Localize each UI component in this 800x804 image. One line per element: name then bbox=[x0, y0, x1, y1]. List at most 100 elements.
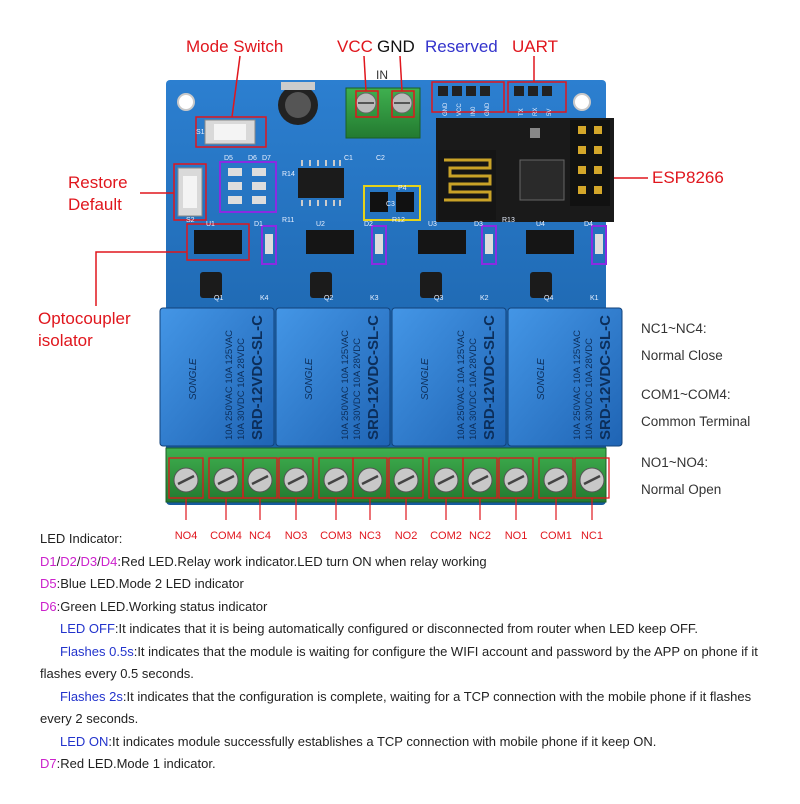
com-note-title: COM1~COM4: bbox=[641, 387, 731, 402]
silk-label: Q3 bbox=[434, 295, 443, 302]
relay-brand-4: SONGLE bbox=[536, 358, 547, 400]
label-led-off: LED OFF bbox=[60, 621, 115, 636]
silk-label: D1 bbox=[254, 221, 263, 228]
label-d3: D3 bbox=[80, 553, 98, 569]
vcc-callout: VCC bbox=[337, 37, 373, 56]
mount-hole bbox=[573, 93, 591, 111]
terminal-label-nc4: NC4 bbox=[248, 530, 271, 542]
no-note-desc: Normal Open bbox=[641, 482, 722, 497]
relay-model-2: SRD-12VDC-SL-C bbox=[365, 315, 382, 440]
silk-label: K2 bbox=[480, 295, 489, 302]
header-pin-label: 5V bbox=[547, 109, 553, 116]
header-pin-label: IN0 bbox=[471, 106, 477, 116]
relay-rating-2b: 10A 30VDC 10A 28VDC bbox=[352, 338, 363, 440]
silk-label: C1 bbox=[344, 155, 353, 162]
legend-d5: D5:Blue LED.Mode 2 LED indicator bbox=[40, 573, 780, 596]
label-d2: D2 bbox=[60, 553, 77, 569]
legend-d6: D6:Green LED.Working status indicator bbox=[40, 596, 780, 619]
terminal-label-nc3: NC3 bbox=[358, 530, 381, 542]
legend-d1-d4: D1/D2/D3/D4:Red LED.Relay work indicator… bbox=[40, 553, 487, 569]
flash-2-desc: :It indicates that the configuration is … bbox=[40, 688, 752, 727]
optocoupler-line-1: Optocoupler bbox=[38, 309, 131, 328]
led-off-desc: :It indicates that it is being automatic… bbox=[114, 621, 699, 636]
relay-board-drawing: SRD-12VDC-SL-C 10A 250VAC 10A 125VAC 10A… bbox=[95, 55, 648, 520]
label-d6: D6 bbox=[40, 598, 57, 614]
relay-rating-1b: 10A 30VDC 10A 28VDC bbox=[236, 338, 247, 440]
led-box-d5-d7 bbox=[219, 161, 277, 213]
mode-jumper bbox=[363, 185, 421, 221]
label-flash-05: Flashes 0.5s bbox=[60, 643, 134, 659]
relays bbox=[159, 307, 623, 447]
optocoupler-callout: Optocoupler isolator bbox=[38, 308, 131, 352]
silk-label: D4 bbox=[584, 221, 593, 228]
reserved-header bbox=[431, 81, 505, 113]
terminal-label-com1: COM1 bbox=[540, 530, 572, 542]
label-d7: D7 bbox=[40, 756, 57, 771]
flash-05-desc: :It indicates that the module is waiting… bbox=[40, 643, 758, 682]
terminal-label-no2: NO2 bbox=[394, 530, 418, 542]
legend-flash-05: Flashes 0.5s:It indicates that the modul… bbox=[40, 641, 780, 686]
nc-note: NC1~NC4: Normal Close bbox=[641, 318, 723, 367]
silk-label: U4 bbox=[536, 221, 545, 228]
d6-desc: :Green LED.Working status indicator bbox=[56, 598, 268, 614]
silk-label: K1 bbox=[590, 295, 599, 302]
relay-model-4: SRD-12VDC-SL-C bbox=[597, 315, 614, 440]
legend-title: LED Indicator: bbox=[40, 531, 123, 546]
terminal-label-com3: COM3 bbox=[320, 530, 352, 542]
legend-led-on: LED ON:It indicates module successfully … bbox=[40, 731, 780, 754]
relay-rating-3a: 10A 250VAC 10A 125VAC bbox=[456, 330, 467, 440]
label-d5: D5 bbox=[40, 576, 57, 591]
terminal-leaders bbox=[185, 498, 593, 520]
terminal-screws bbox=[168, 457, 610, 499]
nc-note-desc: Normal Close bbox=[641, 348, 723, 363]
silk-label: D7 bbox=[262, 155, 271, 162]
silk-label: P4 bbox=[398, 185, 407, 192]
gnd-callout: GND bbox=[377, 37, 415, 56]
silk-label: R13 bbox=[502, 217, 515, 224]
header-pin-label: GND bbox=[443, 102, 449, 116]
silk-label: U1 bbox=[206, 221, 215, 228]
label-flash-2: Flashes 2s bbox=[60, 688, 123, 704]
in-label: IN bbox=[376, 68, 388, 82]
legend-flash-2: Flashes 2s:It indicates that the configu… bbox=[40, 686, 780, 731]
controller-ic bbox=[298, 168, 344, 198]
silk-label: Q4 bbox=[544, 295, 553, 302]
terminal-label-nc1: NC1 bbox=[580, 530, 603, 542]
restore-line-2: Default bbox=[68, 195, 122, 214]
mode-switch-box bbox=[195, 116, 267, 148]
relay-model-3: SRD-12VDC-SL-C bbox=[481, 315, 498, 440]
uart-callout: UART bbox=[512, 37, 558, 56]
terminal-label-com4: COM4 bbox=[210, 530, 242, 542]
terminal-label-nc2: NC2 bbox=[468, 530, 491, 542]
silk-label: Q2 bbox=[324, 295, 333, 302]
d5-desc: :Blue LED.Mode 2 LED indicator bbox=[56, 576, 244, 591]
com-note: COM1~COM4: Common Terminal bbox=[641, 384, 750, 433]
relay-brand-1: SONGLE bbox=[188, 358, 199, 400]
restore-default-callout: Restore Default bbox=[68, 172, 128, 216]
optocouplers bbox=[194, 230, 574, 254]
reserved-callout: Reserved bbox=[425, 37, 498, 56]
mode-switch-callout: Mode Switch bbox=[186, 37, 284, 56]
d7-desc: :Red LED.Mode 1 indicator. bbox=[56, 756, 216, 771]
terminal-label-no4: NO4 bbox=[174, 530, 198, 542]
mount-hole bbox=[177, 93, 195, 111]
silk-label: D6 bbox=[248, 155, 257, 162]
relay-rating-1a: 10A 250VAC 10A 125VAC bbox=[224, 330, 235, 440]
silk-label: C2 bbox=[376, 155, 385, 162]
uart-header bbox=[507, 81, 567, 113]
com-note-desc: Common Terminal bbox=[641, 414, 751, 429]
silk-label: D5 bbox=[224, 155, 233, 162]
silk-label: D2 bbox=[364, 221, 373, 228]
relay-rating-4a: 10A 250VAC 10A 125VAC bbox=[572, 330, 583, 440]
terminal-label-com2: COM2 bbox=[430, 530, 462, 542]
silk-label: S1 bbox=[196, 129, 205, 136]
no-note: NO1~NO4: Normal Open bbox=[641, 452, 721, 501]
silk-label: D3 bbox=[474, 221, 483, 228]
relay-led-boxes bbox=[261, 225, 607, 265]
optocoupler-line-2: isolator bbox=[38, 331, 93, 350]
terminal-label-no3: NO3 bbox=[284, 530, 308, 542]
silk-label: R14 bbox=[282, 171, 295, 178]
header-pins bbox=[438, 86, 552, 96]
relay-brand-2: SONGLE bbox=[304, 358, 315, 400]
